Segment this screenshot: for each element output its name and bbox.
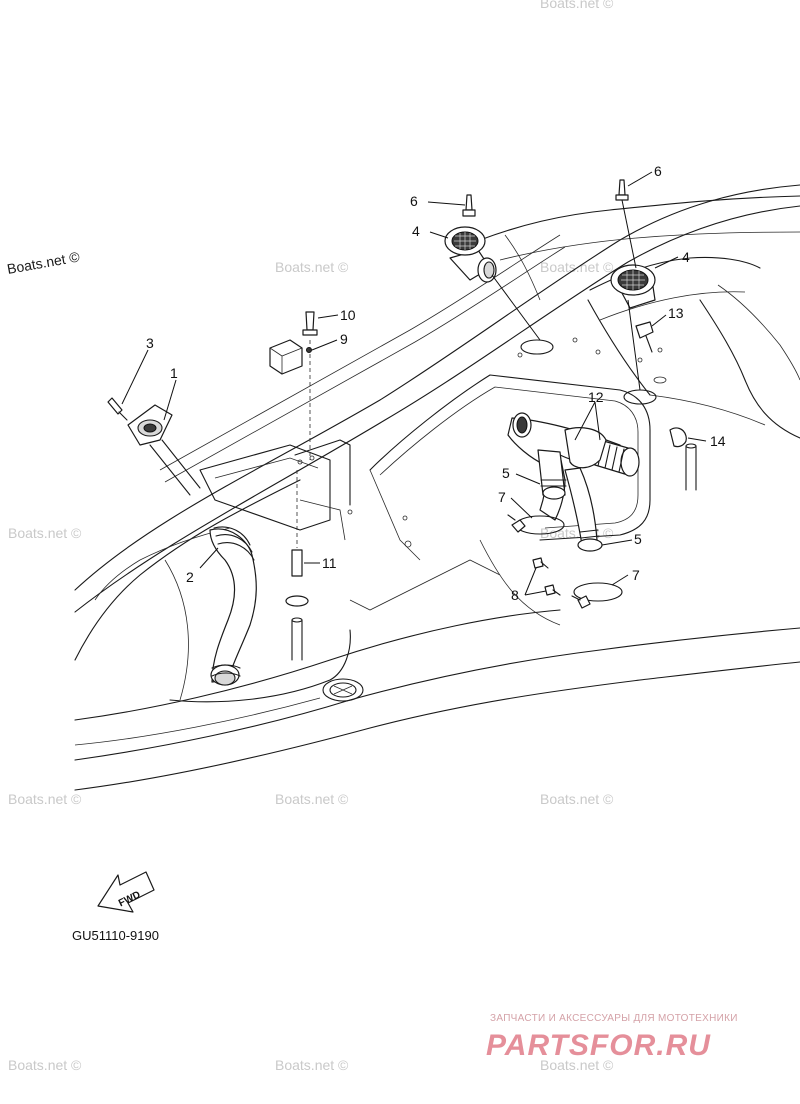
part-14-clip [669,427,697,491]
watermark: Boats.net © [540,259,614,275]
callout-4: 4 [412,223,420,239]
watermark: Boats.net © [540,0,614,11]
hull-outline [74,184,800,791]
part-1-vent-flange [127,404,201,496]
callout-3: 3 [146,335,154,351]
fwd-arrow-icon: FWD [97,871,155,913]
watermark: Boats.net © [540,791,614,807]
drain-plug [322,678,364,702]
watermark-header: Boats.net © [6,248,82,277]
callout-6: 6 [410,193,418,209]
part-4-vent-cap-right [610,264,656,391]
part-2-hose [209,526,257,686]
watermark: Boats.net © [8,525,82,541]
callout-9: 9 [340,331,348,347]
part-4-vent-cap-left [444,226,541,341]
callout-7: 7 [498,489,506,505]
watermark: Boats.net © [8,1057,82,1073]
callout-1: 1 [170,365,178,381]
part-13-fitting [635,321,654,353]
callout-numbers: 1 2 3 4 4 5 5 6 6 7 7 8 9 10 11 12 13 14 [146,163,726,603]
watermarks: Boats.net © Boats.net © Boats.net © Boat… [6,0,614,1073]
shop-tagline: ЗАПЧАСТИ И АКСЕССУАРЫ ДЛЯ МОТОТЕХНИКИ [490,1013,738,1024]
diagram-code: GU51110-9190 [72,928,159,943]
callout-13: 13 [668,305,684,321]
part-10-screw [302,311,318,460]
part-11-standoff [285,470,309,661]
callout-11: 11 [322,555,337,571]
watermark: Boats.net © [275,791,349,807]
callout-6: 6 [654,163,662,179]
part-5-hose-left [537,449,567,500]
part-6-pin-right [615,179,637,269]
shop-watermark: ЗАПЧАСТИ И АКСЕССУАРЫ ДЛЯ МОТОТЕХНИКИ PA… [486,1013,738,1062]
part-3-screw [107,397,128,421]
callout-5: 5 [502,465,510,481]
part-6-pin-left [462,194,476,217]
part-8-screws [532,557,561,596]
callout-14: 14 [710,433,726,449]
callout-5: 5 [634,531,642,547]
callout-4: 4 [682,249,690,265]
watermark: Boats.net © [275,259,349,275]
callout-10: 10 [340,307,356,323]
part-7-clamp-upper [507,514,565,535]
callout-7: 7 [632,567,640,583]
part-5-hose-right [564,467,603,552]
part-7-clamp-lower [571,582,623,609]
shop-logo: PARTSFOR.RU [486,1029,711,1062]
watermark: Boats.net © [8,791,82,807]
callout-12: 12 [588,389,604,405]
callout-2: 2 [186,569,194,585]
callout-8: 8 [511,587,519,603]
watermark: Boats.net © [275,1057,349,1073]
callout-leaders [121,171,707,596]
watermark: Boats.net © [540,1057,614,1073]
part-9-bracket [269,339,312,375]
